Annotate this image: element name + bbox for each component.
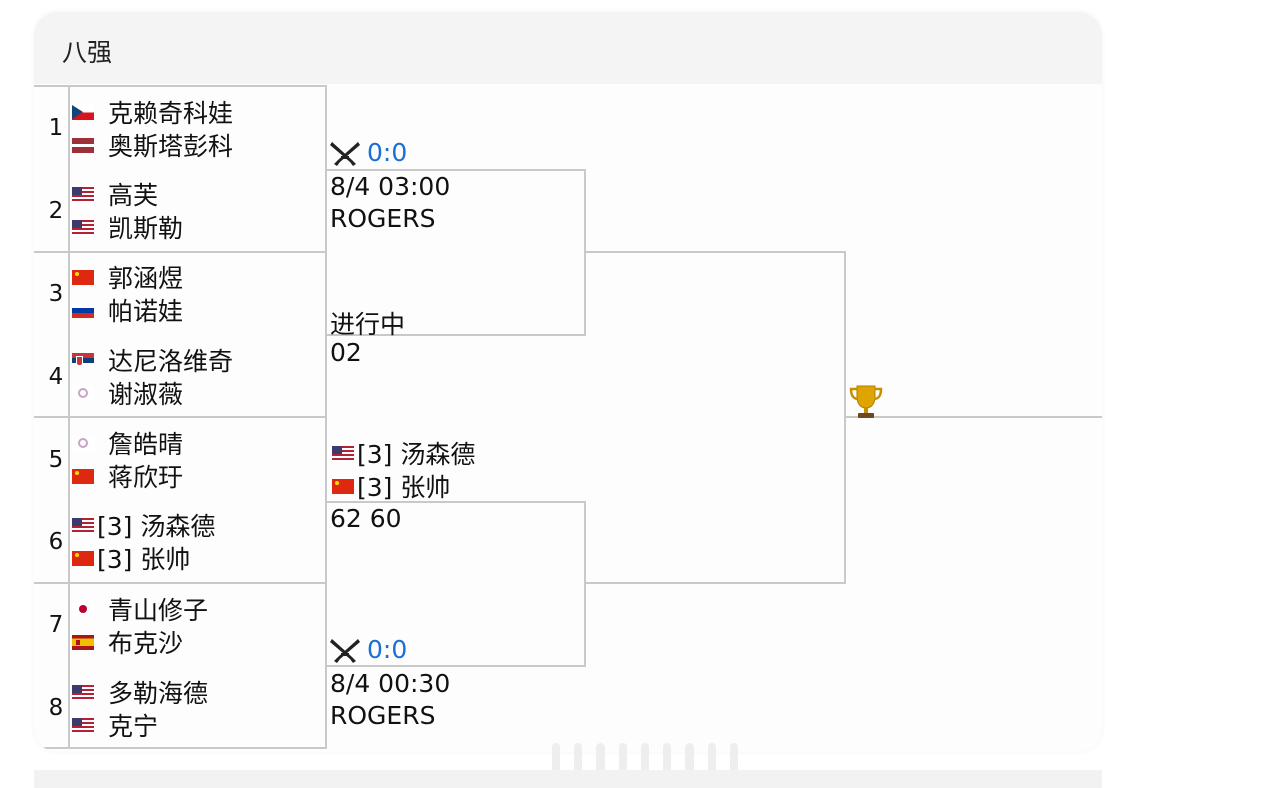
- player-entry[interactable]: 郭涵煜: [72, 261, 183, 293]
- player-entry[interactable]: 高芙: [72, 178, 158, 210]
- player-entry[interactable]: [3] 张帅: [72, 542, 190, 574]
- match-sets: 62 60: [330, 504, 402, 533]
- player-entry[interactable]: 蒋欣玗: [72, 460, 183, 492]
- player-entry[interactable]: [3] 汤森德: [72, 509, 215, 541]
- es-flag-icon: [72, 634, 94, 650]
- player-name: 蒋欣玗: [108, 463, 184, 492]
- us-flag-icon: [72, 219, 94, 235]
- bracket-line: [325, 501, 585, 503]
- player-name: 克赖奇科娃: [108, 99, 234, 128]
- bracket-line: [34, 416, 326, 418]
- jp-flag-icon: [72, 601, 94, 617]
- player-name: [3] 汤森德: [357, 440, 476, 469]
- bracket-line: [325, 85, 327, 749]
- live-score[interactable]: 0:0: [329, 138, 407, 167]
- bracket-line: [585, 582, 845, 584]
- match-time: 8/4 00:30: [330, 669, 451, 698]
- player-name: 高芙: [108, 181, 159, 210]
- player-name: 詹皓晴: [108, 430, 184, 459]
- player-entry[interactable]: 凯斯勒: [72, 211, 183, 243]
- seed-number: 1: [48, 115, 64, 141]
- player-name: 凯斯勒: [108, 214, 184, 243]
- bracket-line: [68, 85, 70, 749]
- seed-number: 6: [48, 529, 64, 555]
- card-header: 八强: [34, 12, 1102, 84]
- us-flag-icon: [72, 717, 94, 733]
- bracket-card: 八强 1 2 3 4 5 6 7 8 克赖奇科娃: [34, 12, 1102, 752]
- cz-flag-icon: [72, 104, 94, 120]
- seed-number: 5: [48, 447, 64, 473]
- bracket-line: [34, 251, 326, 253]
- trophy-icon: [849, 385, 883, 418]
- player-name: 达尼洛维奇: [108, 347, 234, 376]
- seed-number: 8: [48, 695, 64, 721]
- player-entry[interactable]: 帕诺娃: [72, 294, 183, 326]
- match-venue: ROGERS: [330, 701, 436, 730]
- winner-entry[interactable]: [3] 汤森德: [332, 437, 475, 469]
- crossed-swords-icon: [330, 141, 360, 166]
- match-status: 进行中: [330, 310, 406, 339]
- next-card-edge: [34, 770, 1102, 788]
- seed-number: 7: [48, 612, 64, 638]
- seed-number: 4: [48, 364, 64, 390]
- player-entry[interactable]: 奥斯塔彭科: [72, 129, 233, 161]
- player-name: 谢淑薇: [108, 380, 184, 409]
- bracket-line: [325, 169, 585, 171]
- match-time: 8/4 03:00: [330, 172, 451, 201]
- cn-flag-icon: [332, 478, 354, 494]
- score-value: 0:0: [367, 635, 408, 664]
- us-flag-icon: [332, 445, 354, 461]
- crossed-swords-icon: [330, 638, 360, 663]
- player-entry[interactable]: 克赖奇科娃: [72, 96, 233, 128]
- player-entry[interactable]: 达尼洛维奇: [72, 344, 233, 376]
- player-name: 多勒海德: [108, 679, 209, 708]
- us-flag-icon: [72, 186, 94, 202]
- tpe-flag-icon: [72, 385, 94, 401]
- player-entry[interactable]: 詹皓晴: [72, 427, 183, 459]
- bracket-line: [34, 582, 326, 584]
- bracket-line: [34, 85, 326, 87]
- page-title: 八强: [62, 38, 113, 67]
- player-name: [3] 张帅: [97, 545, 191, 574]
- player-name: 郭涵煜: [108, 264, 184, 293]
- match-venue: ROGERS: [330, 204, 436, 233]
- bracket-line: [34, 747, 326, 749]
- player-name: 布克沙: [108, 629, 184, 658]
- seed-number: 2: [48, 198, 64, 224]
- bracket-line: [325, 334, 585, 336]
- bracket-line: [585, 251, 845, 253]
- winner-entry[interactable]: [3] 张帅: [332, 470, 450, 502]
- player-entry[interactable]: 克宁: [72, 709, 158, 741]
- bracket-line: [845, 416, 1102, 418]
- player-entry[interactable]: 青山修子: [72, 593, 208, 625]
- player-name: 青山修子: [108, 596, 209, 625]
- cn-flag-icon: [72, 269, 94, 285]
- bracket-line: [584, 501, 586, 667]
- lv-flag-icon: [72, 137, 94, 153]
- player-name: [3] 汤森德: [97, 512, 216, 541]
- us-flag-icon: [72, 684, 94, 700]
- live-score[interactable]: 0:0: [329, 635, 407, 664]
- player-entry[interactable]: 谢淑薇: [72, 377, 183, 409]
- match-score: 02: [330, 338, 362, 367]
- score-value: 0:0: [367, 138, 408, 167]
- player-entry[interactable]: 多勒海德: [72, 676, 208, 708]
- seed-number: 3: [48, 281, 64, 307]
- rs-flag-icon: [72, 352, 94, 368]
- tpe-flag-icon: [72, 435, 94, 451]
- bracket: 1 2 3 4 5 6 7 8 克赖奇科娃 奥斯塔彭科 高芙 凯斯勒 郭涵煜: [34, 12, 1102, 752]
- player-name: 帕诺娃: [108, 297, 184, 326]
- us-flag-icon: [72, 517, 94, 533]
- player-entry[interactable]: 布克沙: [72, 626, 183, 658]
- player-name: 奥斯塔彭科: [108, 132, 234, 161]
- bracket-line: [325, 665, 585, 667]
- player-name: [3] 张帅: [357, 473, 451, 502]
- cn-flag-icon: [72, 550, 94, 566]
- player-name: 克宁: [108, 712, 159, 741]
- ru-flag-icon: [72, 302, 94, 318]
- cn-flag-icon: [72, 468, 94, 484]
- scroll-indicator: [552, 742, 738, 774]
